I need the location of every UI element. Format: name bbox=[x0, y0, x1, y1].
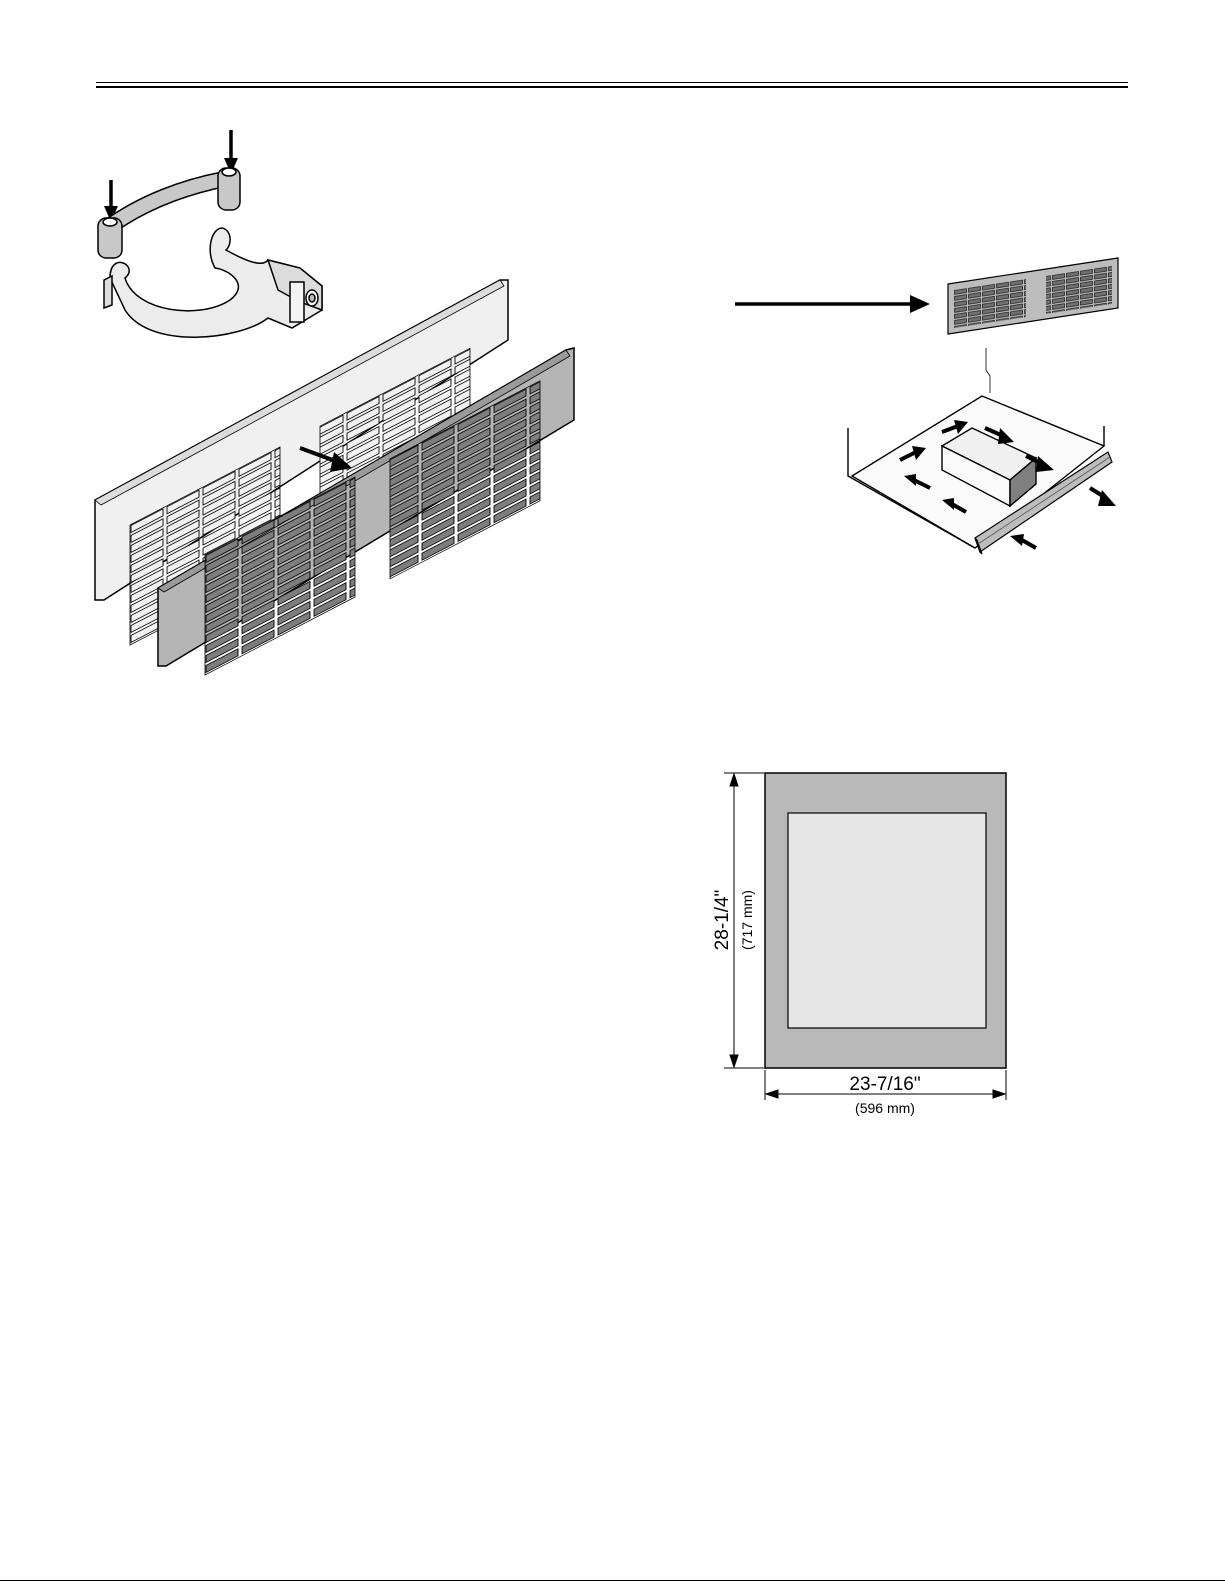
leader-line bbox=[986, 348, 990, 393]
grille-clip-figure bbox=[0, 100, 600, 700]
footer-rule bbox=[0, 1580, 1225, 1581]
panel-dimension-figure: 28-1/4" (717 mm) 23-7/16" (596 mm) bbox=[710, 770, 1030, 1150]
grille-part-detached bbox=[948, 258, 1118, 334]
cabinet-base bbox=[848, 396, 1104, 548]
arrow-diagonal-icon bbox=[1010, 534, 1036, 548]
grille-removal-figure bbox=[720, 248, 1140, 578]
width-label: 23-7/16" bbox=[849, 1074, 920, 1095]
width-mm-label: (596 mm) bbox=[855, 1100, 915, 1116]
height-label: 28-1/4" bbox=[712, 890, 733, 951]
height-mm-label: (717 mm) bbox=[739, 890, 755, 950]
arrow-right-icon bbox=[735, 295, 930, 313]
panel-inner bbox=[788, 813, 986, 1028]
header-rule-bottom bbox=[96, 86, 1128, 88]
clip-ring bbox=[104, 228, 322, 337]
arrow-diagonal-icon bbox=[1090, 488, 1116, 506]
header-rule-top bbox=[96, 82, 1128, 83]
